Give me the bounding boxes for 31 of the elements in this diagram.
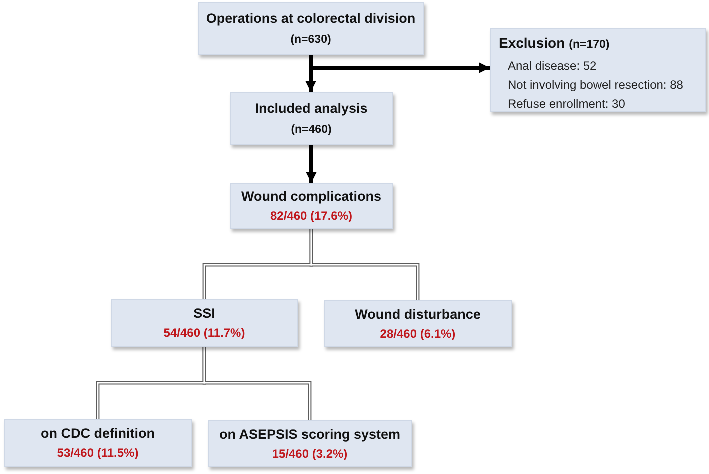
double-line-connector [204,347,311,420]
process-box [230,183,393,229]
process-box [198,2,424,55]
count-text: (n=170) [569,38,610,53]
arrow [306,145,318,183]
box-title: Exclusion [499,35,566,52]
count-text: 54/460 (11.7%) [164,326,246,340]
list-item-text: Anal disease: 52 [507,58,597,75]
count-text: (n=460) [291,122,332,136]
process-box [111,299,298,347]
list-item-text: Not involving bowel resection: 88 [507,77,684,94]
count-text: 28/460 (6.1%) [380,326,456,340]
count-text: 15/460 (3.2%) [272,446,348,460]
double-line-connector [310,229,419,300]
count-text: (n=630) [290,32,332,46]
process-box [4,419,192,467]
process-box [208,420,412,467]
process-box [324,300,512,347]
process-box [230,92,393,145]
box-title: on ASEPSIS scoring system [219,426,401,442]
box-title: SSI [194,306,216,322]
list-item-text: Refuse enrollment: 30 [507,96,626,113]
count-text: 53/460 (11.5%) [57,446,139,460]
count-text: 82/460 (17.6%) [270,209,353,223]
box-title: Included analysis [255,100,368,116]
arrow [309,55,490,74]
box-title: Wound complications [241,189,382,205]
box-title: Wound disturbance [355,306,481,322]
process-box [490,28,706,112]
box-title: on CDC definition [41,426,155,442]
box-title: Operations at colorectal division [206,10,416,26]
